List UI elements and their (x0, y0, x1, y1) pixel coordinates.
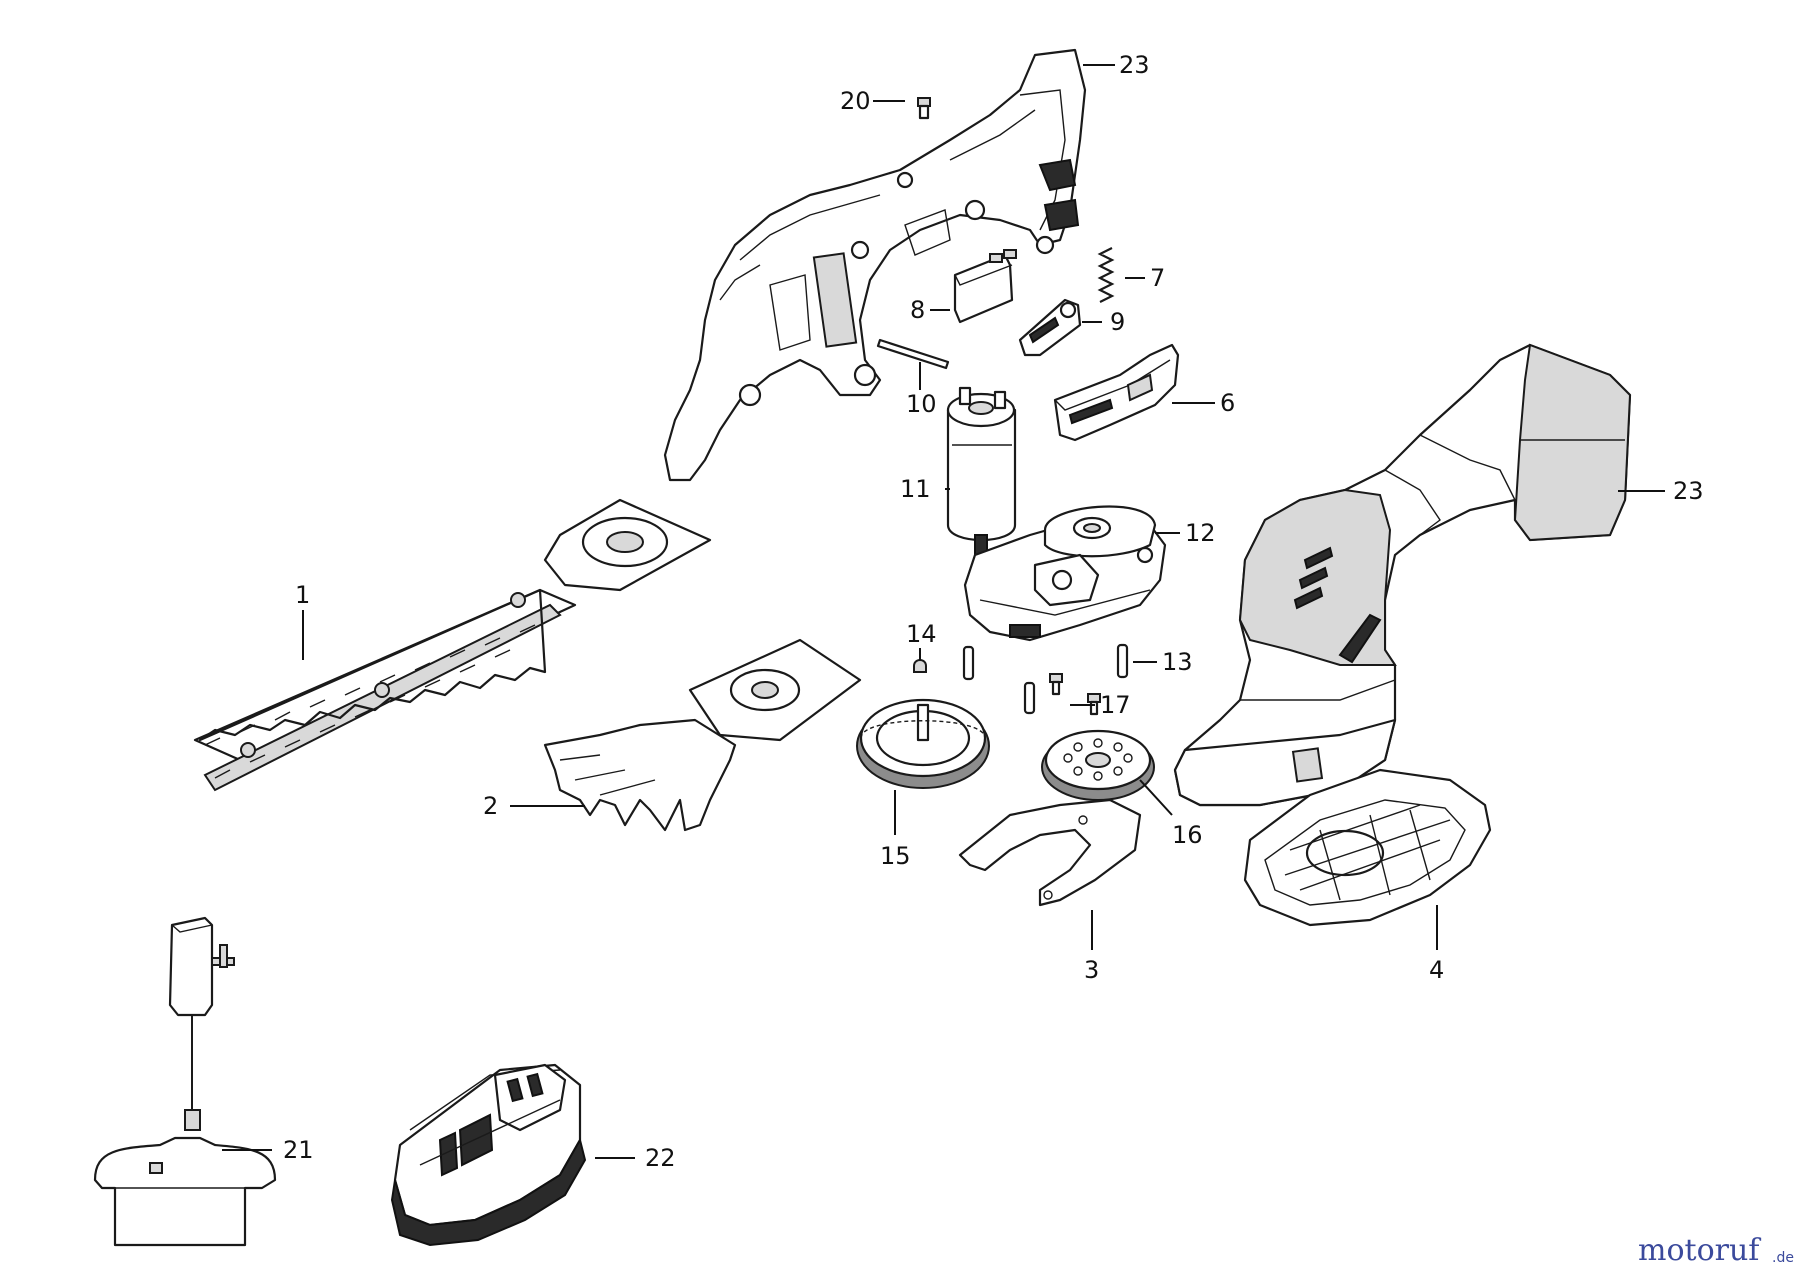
callout-9: 9 (1110, 308, 1125, 336)
part-pin (876, 338, 950, 370)
callout-20: 20 (840, 87, 871, 115)
part-shear-blade (543, 638, 862, 832)
callout-13: 13 (1162, 648, 1193, 676)
callout-21: 21 (283, 1136, 314, 1164)
callout-23-upper: 23 (1119, 51, 1150, 79)
part-pins (962, 643, 1129, 715)
part-plate (958, 798, 1142, 907)
part-battery (390, 1063, 587, 1247)
part-shear-body (1173, 343, 1632, 807)
part-motor (946, 386, 1017, 558)
callout-2: 2 (483, 792, 498, 820)
watermark-brand: motoruf (1638, 1233, 1761, 1268)
part-spring (1097, 247, 1115, 303)
part-gear-16 (1041, 729, 1155, 801)
part-housing-half (663, 48, 1087, 482)
callout-15: 15 (880, 842, 911, 870)
callout-17: 17 (1100, 691, 1131, 719)
part-screw-20 (917, 97, 931, 120)
callout-labels: 23 20 7 8 9 10 6 11 12 23 1 14 13 17 2 1… (283, 51, 1704, 1172)
part-switch (953, 249, 1017, 324)
part-trigger (1018, 298, 1082, 357)
part-lock-button (1053, 343, 1180, 442)
callout-14: 14 (906, 620, 937, 648)
callout-3: 3 (1084, 956, 1099, 984)
part-hedge-blade (193, 498, 712, 792)
part-charger (93, 916, 277, 1247)
callout-8: 8 (910, 296, 925, 324)
callout-12: 12 (1185, 519, 1216, 547)
part-gear-15 (856, 698, 990, 789)
callout-4: 4 (1429, 956, 1444, 984)
callout-22: 22 (645, 1144, 676, 1172)
callout-6: 6 (1220, 389, 1235, 417)
part-screws-17 (1049, 673, 1101, 716)
watermark: motoruf .de (1638, 1233, 1794, 1268)
callout-1: 1 (295, 581, 310, 609)
callout-23-lower: 23 (1673, 477, 1704, 505)
callout-16: 16 (1172, 821, 1203, 849)
part-base-cover (1243, 768, 1492, 927)
callout-11: 11 (900, 475, 931, 503)
part-clip (913, 659, 927, 673)
leader-lines (222, 64, 1665, 1159)
watermark-suffix: .de (1772, 1250, 1794, 1266)
callout-7: 7 (1150, 264, 1165, 292)
part-gearbox (963, 505, 1167, 642)
callout-10: 10 (906, 390, 937, 418)
